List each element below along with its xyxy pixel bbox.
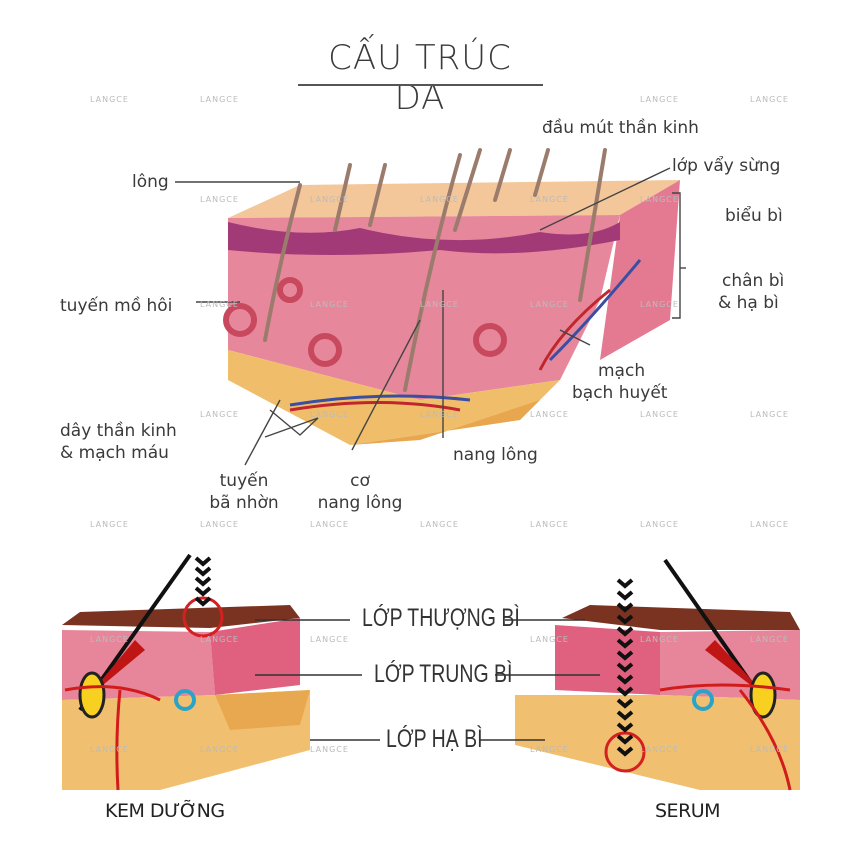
label-bach-huyet: bạch huyết — [572, 383, 668, 403]
label-nang-long: nang lông — [453, 445, 538, 465]
chevron-down-arrows — [616, 578, 634, 757]
label-tuyen-mo-hoi: tuyến mồ hôi — [60, 296, 173, 316]
label-long: lông — [132, 172, 169, 192]
skin-block-top — [223, 148, 680, 445]
label-day-than-kinh: dây thần kinh — [60, 421, 177, 441]
leader-lines — [175, 167, 686, 466]
title-underline — [298, 84, 543, 86]
caption-serum: SERUM — [655, 800, 721, 822]
label-chan-bi: chân bì — [722, 271, 785, 291]
label-co-nang-long: nang lông — [317, 493, 403, 513]
skin-block-right — [515, 558, 800, 791]
label-ha-bi: & hạ bì — [718, 293, 779, 313]
label-bieu-bi: biểu bì — [725, 206, 783, 226]
label-lop-thuong-bi: LỚP THƯỢNG BÌ — [362, 604, 520, 632]
label-mach: mạch — [598, 361, 646, 381]
label-mach-mau: & mạch máu — [60, 443, 169, 463]
label-ba-nhon: bã nhờn — [209, 493, 279, 513]
label-tuyen: tuyến — [219, 471, 269, 491]
page-title: CẤU TRÚC DA — [328, 38, 512, 118]
label-co: cơ — [350, 471, 370, 491]
label-lop-ha-bi: LỚP HẠ BÌ — [386, 725, 483, 753]
label-dau-mut-than-kinh: đầu mút thần kinh — [542, 118, 699, 138]
caption-kem-duong: KEM DƯỠNG — [105, 800, 225, 822]
skin-block-left — [62, 553, 310, 791]
label-lop-vay-sung: lớp vẩy sừng — [672, 156, 781, 176]
label-lop-trung-bi: LỚP TRUNG BÌ — [374, 660, 513, 688]
